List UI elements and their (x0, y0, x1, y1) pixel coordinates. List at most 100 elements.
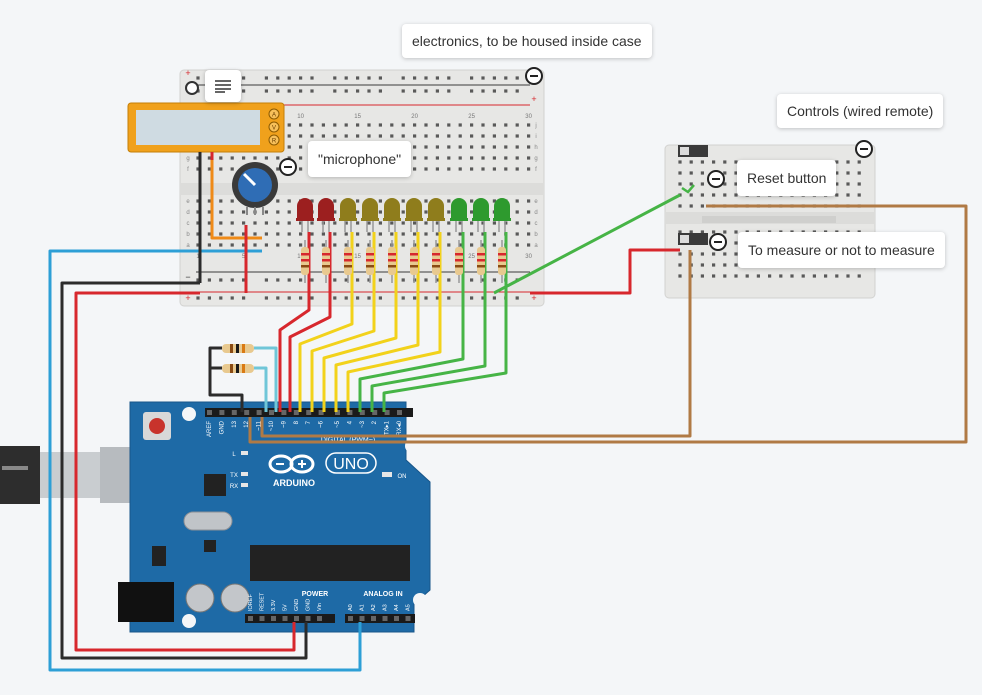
digital-pin[interactable] (269, 410, 274, 415)
power-pin[interactable] (317, 616, 322, 621)
analog-pin[interactable] (371, 616, 376, 621)
potentiometer[interactable] (232, 162, 278, 215)
analog-pin[interactable] (394, 616, 399, 621)
digital-pin[interactable] (244, 410, 250, 415)
digital-pin[interactable] (231, 410, 237, 415)
resistor[interactable] (388, 240, 396, 283)
digital-pin[interactable] (281, 410, 287, 415)
resistor[interactable] (455, 240, 463, 283)
digital-pin[interactable] (293, 410, 299, 415)
power-header-label: POWER (302, 591, 328, 598)
digital-pin[interactable] (306, 410, 312, 415)
wire-led-signal[interactable] (382, 232, 508, 412)
power-pin[interactable] (294, 616, 299, 621)
digital-pin[interactable] (347, 410, 353, 415)
wire-led-signal[interactable] (346, 232, 442, 412)
led[interactable] (297, 198, 313, 220)
led[interactable] (451, 198, 467, 220)
power-pin[interactable] (271, 616, 276, 621)
column-number: 25 (468, 114, 475, 120)
analog-pin-label: A2 (371, 604, 377, 611)
wire-led-signal[interactable] (358, 232, 465, 412)
row-letter: e (186, 199, 190, 205)
column-number: 25 (468, 254, 475, 260)
wire-led-signal[interactable] (322, 232, 398, 412)
analog-pin[interactable] (382, 616, 388, 621)
led-bar[interactable] (296, 198, 511, 232)
arduino-pin-headers[interactable] (207, 410, 411, 621)
wires[interactable] (48, 160, 968, 672)
arduino-uno[interactable]: UNO ARDUINO DIGITAL (PWM~) POWER ANALOG … (118, 401, 431, 633)
annotation-microphone[interactable]: "microphone" (308, 141, 412, 177)
power-pin[interactable] (259, 616, 265, 621)
resistor[interactable] (344, 240, 352, 283)
annotation-controls-text: Controls (wired remote) (787, 103, 934, 119)
multimeter-button[interactable] (268, 134, 280, 146)
note-anchor-icon[interactable] (185, 81, 199, 95)
resistor[interactable] (366, 240, 374, 283)
digital-pin[interactable] (335, 410, 340, 415)
annotation-reset[interactable]: Reset button (737, 160, 837, 196)
digital-pin[interactable] (372, 410, 378, 415)
wire-led-signal[interactable] (288, 232, 332, 412)
led[interactable] (318, 198, 334, 220)
wire-led-signal[interactable] (370, 232, 487, 412)
led[interactable] (473, 198, 489, 220)
digital-pin[interactable] (397, 410, 402, 415)
led[interactable] (362, 198, 378, 220)
collapse-icon[interactable] (279, 158, 297, 176)
analog-pin[interactable] (359, 616, 365, 621)
digital-pin-label: 4 (347, 420, 353, 424)
analog-pin-label: A5 (406, 604, 412, 611)
digital-pin-label: 7 (306, 420, 312, 424)
note-icon[interactable] (205, 70, 241, 102)
digital-pin[interactable] (318, 410, 324, 415)
digital-pin[interactable] (256, 410, 262, 415)
annotation-microphone-text: "microphone" (318, 151, 402, 167)
power-pin[interactable] (248, 616, 253, 621)
resistor[interactable] (301, 240, 309, 283)
row-letter: g (534, 156, 537, 162)
power-pin[interactable] (305, 616, 311, 621)
wire-led-signal[interactable] (310, 232, 376, 412)
column-number: 15 (354, 254, 361, 260)
digital-pin[interactable] (207, 410, 212, 415)
led[interactable] (340, 198, 356, 220)
multimeter-button[interactable] (268, 108, 280, 120)
resistor[interactable] (322, 240, 330, 283)
multimeter-button[interactable] (268, 121, 280, 133)
measure-switch[interactable] (678, 233, 708, 245)
wire-led-signal[interactable] (334, 232, 420, 412)
annotation-electronics[interactable]: electronics, to be housed inside case (402, 24, 652, 58)
led-resistors[interactable] (301, 240, 506, 283)
resistor[interactable] (432, 240, 440, 283)
collapse-icon[interactable] (709, 233, 727, 251)
digital-pin-label: ~10 (269, 420, 275, 431)
wire-led-signal[interactable] (298, 232, 354, 412)
digital-pin[interactable] (384, 410, 390, 415)
resistor[interactable] (410, 240, 418, 283)
resistor[interactable] (498, 240, 506, 283)
led[interactable] (406, 198, 422, 220)
reset-switch[interactable] (678, 145, 708, 157)
power-pin[interactable] (282, 616, 288, 621)
analog-pin[interactable] (348, 616, 353, 621)
digital-pin[interactable] (219, 410, 225, 415)
digital-pin[interactable] (359, 410, 365, 415)
analog-pin[interactable] (405, 616, 411, 621)
collapse-icon[interactable] (855, 140, 873, 158)
column-number: 10 (297, 254, 304, 260)
collapse-icon[interactable] (707, 170, 725, 188)
annotation-controls[interactable]: Controls (wired remote) (777, 94, 944, 128)
led[interactable] (428, 198, 444, 220)
pull-down-resistors[interactable] (222, 344, 254, 373)
led[interactable] (494, 198, 510, 220)
resistor[interactable] (477, 240, 485, 283)
led[interactable] (384, 198, 400, 220)
digital-pin-label: 13 (232, 420, 238, 427)
annotation-measure[interactable]: To measure or not to measure (738, 232, 945, 268)
collapse-icon[interactable] (525, 67, 543, 85)
multimeter[interactable]: AVR (127, 102, 285, 160)
